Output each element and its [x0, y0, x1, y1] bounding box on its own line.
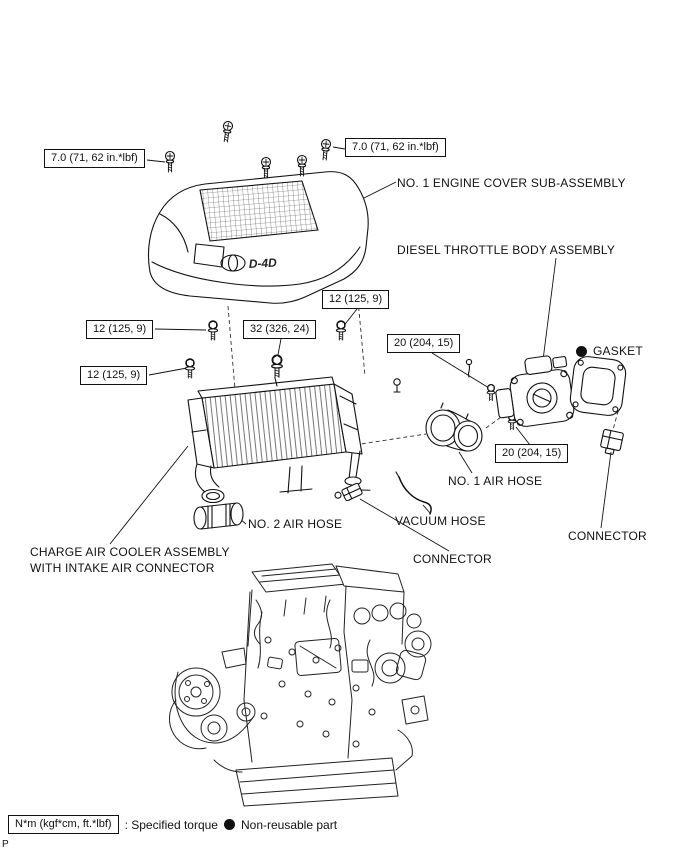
label-throttle-body: DIESEL THROTTLE BODY ASSEMBLY [397, 243, 616, 257]
label-air-hose-1: NO. 1 AIR HOSE [448, 474, 543, 488]
cover-badge-text: D-4D [248, 256, 277, 271]
engine-block-art [168, 563, 432, 807]
charge-air-cooler-art [187, 376, 363, 504]
non-reusable-dot-icon [576, 346, 587, 358]
label-connector-right: CONNECTOR [568, 529, 647, 543]
air-hose-1-art [425, 402, 483, 452]
engine-cover-art: D-4D [147, 171, 369, 304]
page-corner-mark: P [2, 839, 9, 850]
legend-torque-box: N*m (kgf*cm, ft.*lbf) [8, 815, 119, 834]
label-gasket-group: GASKET [576, 344, 643, 360]
torque-spec-cooler-upper: 12 (125, 9) [322, 290, 390, 309]
label-engine-cover: NO. 1 ENGINE COVER SUB-ASSEMBLY [397, 176, 626, 190]
label-air-hose-2: NO. 2 AIR HOSE [248, 517, 343, 531]
gasket-art [569, 356, 627, 416]
air-hose-2-art [193, 502, 244, 530]
torque-spec-cover-right: 7.0 (71, 62 in.*lbf) [345, 138, 446, 157]
torque-spec-cooler-lower-left: 12 (125, 9) [80, 366, 148, 385]
label-vacuum-hose: VACUUM HOSE [395, 514, 486, 528]
label-gasket: GASKET [593, 344, 643, 358]
torque-spec-cooler-left: 12 (125, 9) [86, 320, 154, 339]
torque-spec-throttle-lower: 20 (204, 15) [495, 444, 569, 463]
label-charge-air-cooler: CHARGE AIR COOLER ASSEMBLY WITH INTAKE A… [30, 545, 230, 576]
label-charge-air-cooler-line1: CHARGE AIR COOLER ASSEMBLY [30, 545, 230, 559]
legend-torque-text: : Specified torque [124, 817, 218, 832]
legend-non-reusable-dot-icon [223, 819, 235, 830]
connector-right-art [600, 428, 624, 455]
throttle-body-art [495, 355, 575, 427]
label-charge-air-cooler-line2: WITH INTAKE AIR CONNECTOR [30, 560, 215, 575]
legend: N*m (kgf*cm, ft.*lbf) : Specified torque… [8, 815, 337, 834]
clip-art [393, 378, 401, 393]
torque-spec-cooler-center: 32 (326, 24) [243, 320, 317, 339]
torque-spec-throttle-upper: 20 (204, 15) [387, 334, 461, 353]
vacuum-hose-art [395, 471, 432, 515]
label-connector-mid: CONNECTOR [413, 552, 492, 566]
sensor-art [465, 358, 473, 378]
connector-mid-art [334, 482, 371, 502]
legend-nonreusable-text: Non-reusable part [240, 817, 338, 832]
torque-spec-cover-left: 7.0 (71, 62 in.*lbf) [44, 149, 145, 168]
cover-screw-icons [164, 120, 332, 179]
